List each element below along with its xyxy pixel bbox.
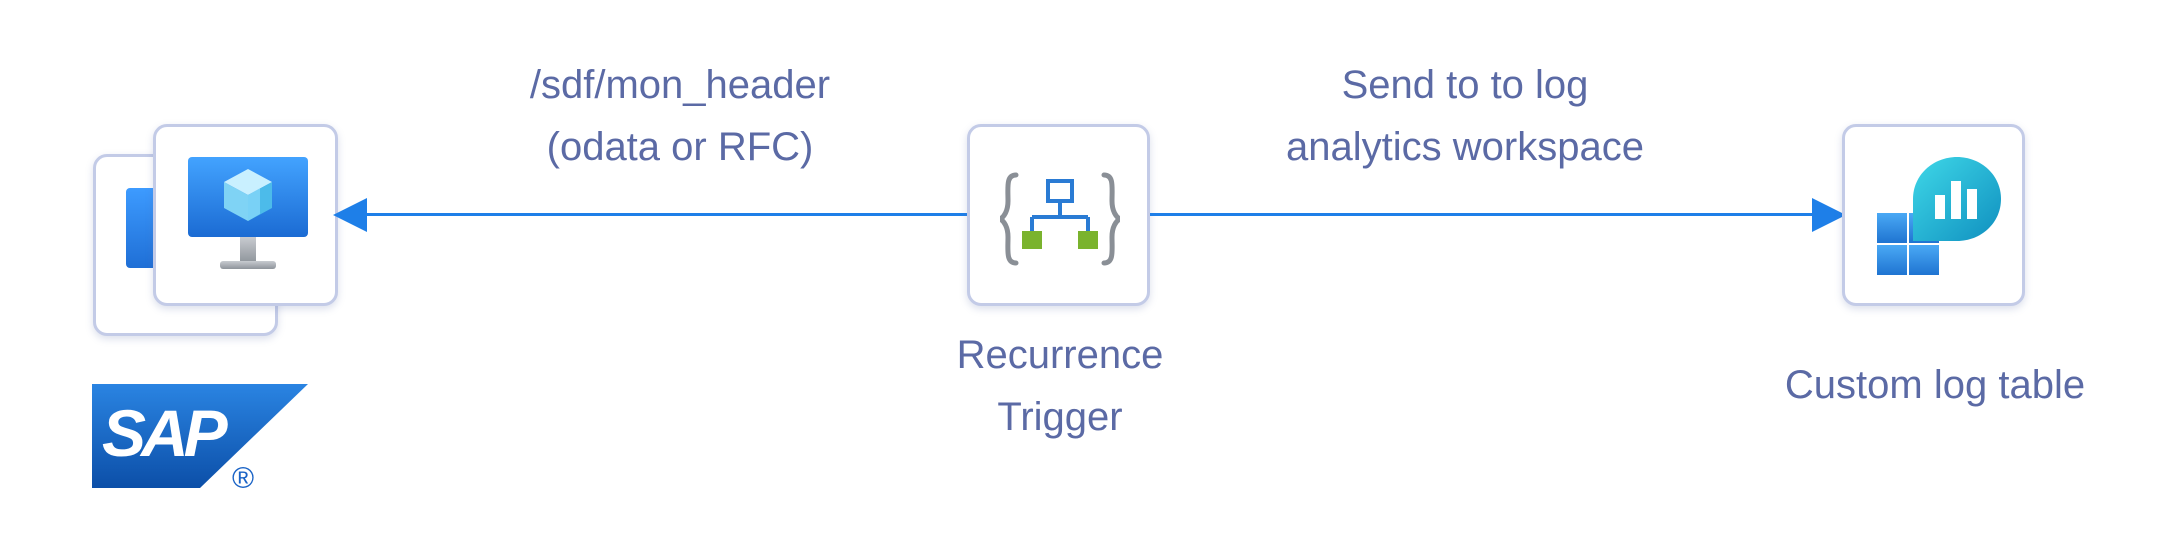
sap-registered-mark: ®	[232, 462, 254, 494]
edge-label-to-log-line2: analytics workspace	[1286, 125, 1644, 169]
trigger-label-line2: Trigger	[997, 395, 1123, 439]
edge-label-to-sap-line2: (odata or RFC)	[546, 125, 814, 169]
logic-app-trigger-icon	[1000, 171, 1120, 267]
edge-label-to-log-line1: Send to to log	[1341, 63, 1589, 107]
arrow-line-right	[1150, 213, 1820, 216]
log-table-label: Custom log table	[1784, 363, 2086, 407]
arrow-line-left	[360, 213, 970, 216]
vm-front-tile	[153, 124, 338, 306]
arrowhead-right-icon	[1812, 198, 1846, 232]
sap-logo: SAP ®	[92, 384, 332, 494]
arrowhead-left-icon	[333, 198, 367, 232]
trigger-tile	[967, 124, 1150, 306]
trigger-label-line1: Recurrence	[956, 333, 1164, 377]
log-analytics-workspace-icon	[1877, 157, 2001, 281]
log-analytics-tile	[1842, 124, 2025, 306]
sap-logo-text: SAP	[102, 396, 229, 470]
virtual-machine-icon	[188, 157, 308, 279]
edge-label-to-sap-line1: /sdf/mon_header	[529, 63, 831, 107]
